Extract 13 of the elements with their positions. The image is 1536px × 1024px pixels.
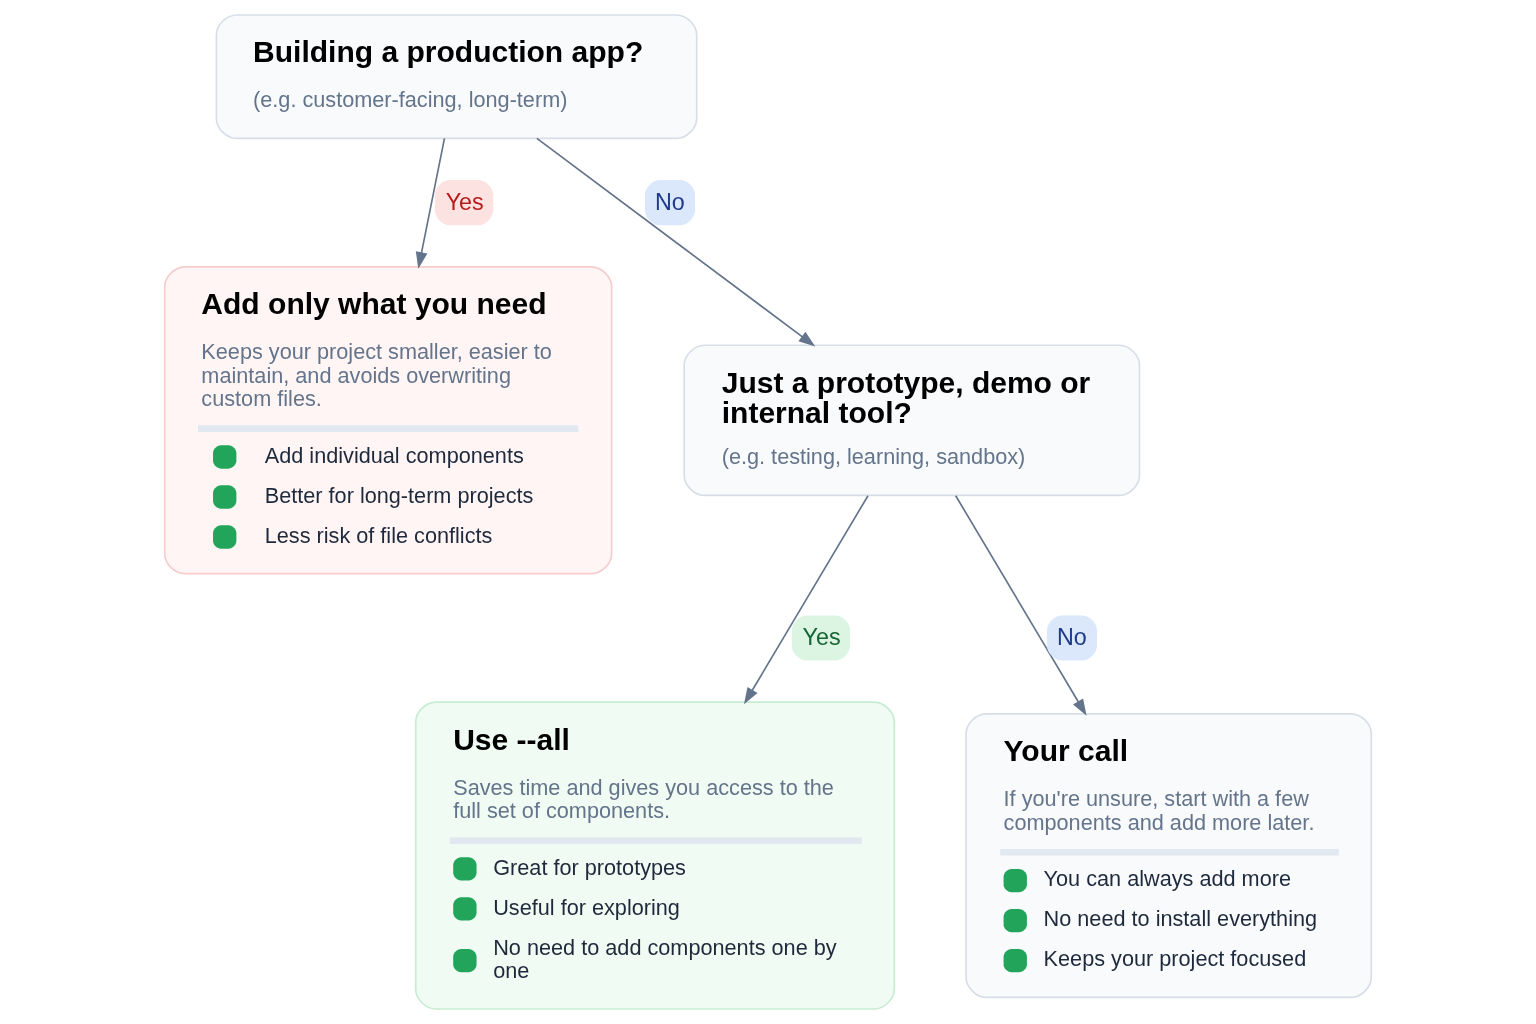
arrow [536,137,816,347]
node-box: Your call If you're unsure, start with a few components and add more later. You can always add more No need to install everything Keeps your project focused [965,712,1373,999]
arrow [743,494,869,705]
edge-label: Yes [802,623,841,650]
node-box: Just a prototype, demo or internal tool? (e.g. testing, learning, sandbox) [683,344,1141,497]
arrow [954,494,1087,716]
edge-label: No [1056,623,1087,650]
node-box: Use --all Saves time and gives you access to the full set of components. Great for prototypes Useful for exploring No need to add components one by one [414,701,896,1010]
arrow [415,137,446,269]
edge-label: Yes [445,188,484,215]
edge-label: No [655,188,685,215]
node-box: Building a production app? (e.g. customer-facing, long-term) [215,14,698,140]
node-box: Add only what you need Keeps your project smaller, easier to maintain, and avoids overwriting custom files. Add individual components Better for long-term projects Less risk of file conflicts [163,266,613,575]
